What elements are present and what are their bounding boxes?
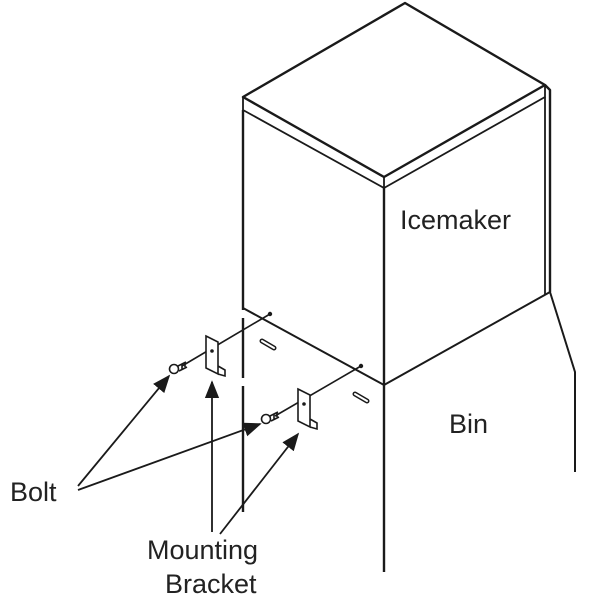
mounting-bracket [205,334,226,378]
mounting-bracket-label-line1: Mounting [147,535,259,565]
bin-right-edge [549,291,576,472]
bin-label: Bin [449,409,489,439]
bolt [168,361,188,375]
bracket-arrow [219,432,300,535]
icemaker-bottom [242,291,551,386]
bolt-label: Bolt [10,477,57,507]
icemaker-top [241,1,547,179]
icemaker-label: Icemaker [400,205,512,235]
bolt [260,411,280,425]
bolt-arrow [77,374,171,487]
mounting-bracket [297,387,318,431]
icemaker-right-edge [544,84,552,292]
mounting-bracket-label-line2: Bracket [165,569,257,599]
bolt-arrow [77,422,262,491]
